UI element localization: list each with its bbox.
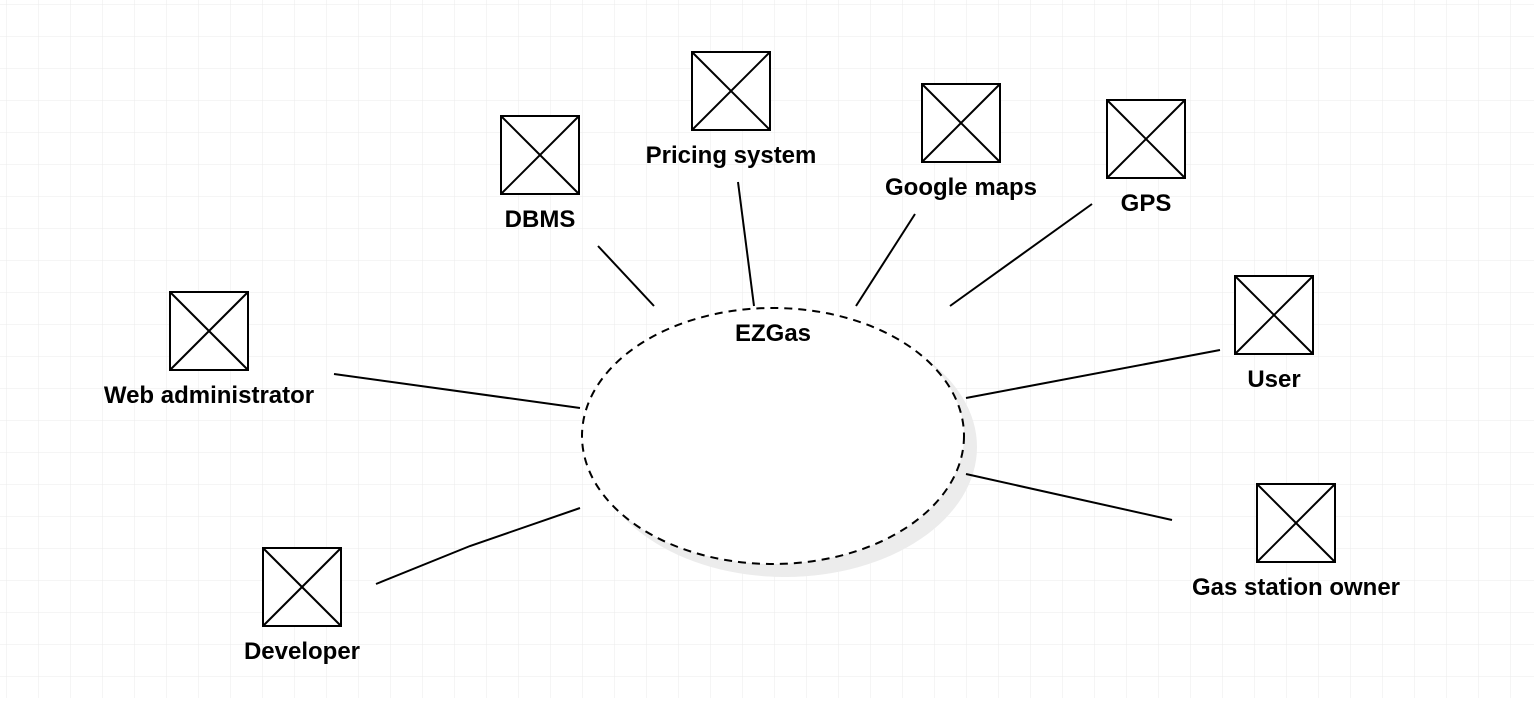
link-developer[interactable] — [375, 507, 581, 585]
link-owner[interactable] — [965, 473, 1173, 521]
actor-label: Google maps — [885, 174, 1037, 201]
actor-label: User — [1247, 366, 1300, 393]
link-pricing[interactable] — [737, 181, 755, 307]
link-user[interactable] — [965, 349, 1221, 399]
link-gps[interactable] — [949, 203, 1093, 307]
actor-icon — [921, 83, 1001, 163]
link-webadmin[interactable] — [333, 373, 581, 409]
actor-google-maps[interactable]: Google maps — [885, 83, 1037, 201]
actor-icon — [1256, 483, 1336, 563]
association-lines — [333, 181, 1221, 585]
actor-gas-station-owner[interactable]: Gas station owner — [1192, 483, 1400, 601]
actor-label: DBMS — [505, 206, 576, 233]
actor-label: Pricing system — [646, 142, 817, 169]
system-boundary[interactable] — [581, 307, 965, 565]
actor-label: Gas station owner — [1192, 574, 1400, 601]
actor-icon — [169, 291, 249, 371]
actor-user[interactable]: User — [1234, 275, 1314, 393]
system-label: EZGas — [735, 320, 811, 347]
actor-label: Web administrator — [104, 382, 314, 409]
actor-icon — [691, 51, 771, 131]
actor-icon — [1106, 99, 1186, 179]
actor-label: Developer — [244, 638, 360, 665]
link-dbms[interactable] — [597, 245, 655, 307]
actor-label: GPS — [1121, 190, 1172, 217]
actor-icon — [262, 547, 342, 627]
actor-pricing-system[interactable]: Pricing system — [646, 51, 817, 169]
actor-developer[interactable]: Developer — [244, 547, 360, 665]
actor-web-administrator[interactable]: Web administrator — [104, 291, 314, 409]
actor-icon — [1234, 275, 1314, 355]
actor-gps[interactable]: GPS — [1106, 99, 1186, 217]
link-gmaps[interactable] — [855, 213, 916, 307]
actor-icon — [500, 115, 580, 195]
actor-dbms[interactable]: DBMS — [500, 115, 580, 233]
